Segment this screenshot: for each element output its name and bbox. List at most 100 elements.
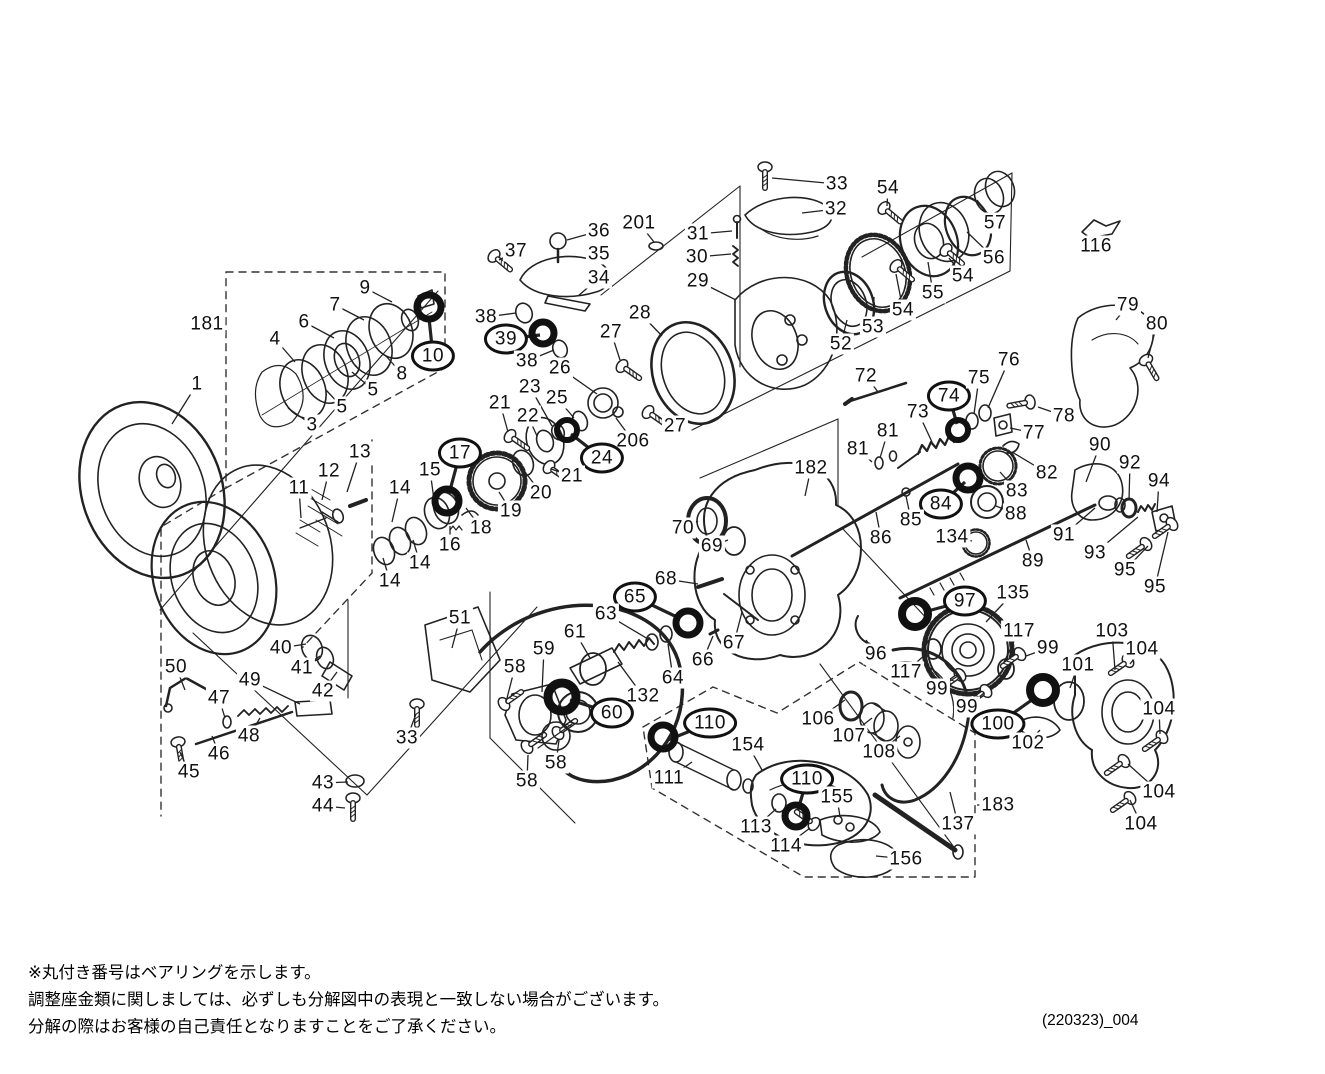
leader-line [364, 287, 393, 303]
leader-line [1025, 539, 1034, 562]
leader-line [391, 487, 401, 523]
leader-line [1147, 323, 1158, 359]
leader-line [559, 367, 598, 395]
leader-line [280, 643, 307, 649]
leader-line [322, 671, 338, 692]
leader-line [298, 487, 302, 519]
leader-line [498, 491, 512, 512]
leader-line [1085, 444, 1101, 483]
leader-line [985, 592, 1014, 623]
leader-line [555, 739, 560, 764]
leader-line [895, 273, 904, 311]
leader-line [668, 761, 693, 779]
footnote-bearing-note: ※丸付き番号はベアリングを示します。 [28, 964, 321, 982]
leader-line [696, 253, 732, 258]
leader-line [301, 655, 321, 669]
leader-line [936, 675, 959, 690]
leader-line [771, 177, 838, 185]
leader-line [966, 692, 985, 708]
leader-line [1003, 630, 1020, 663]
pinion-shaft-sketch [790, 381, 1180, 600]
leader-line [1025, 647, 1049, 657]
leader-line [917, 411, 933, 443]
leader-line [566, 230, 600, 241]
leader-line [211, 735, 220, 755]
bearing-ring [413, 291, 445, 323]
leader-line [638, 222, 655, 243]
leader-line [872, 296, 875, 328]
leader-line [322, 781, 349, 784]
leader-line [1095, 235, 1099, 247]
leader-line [526, 754, 529, 782]
leader-line [346, 451, 361, 493]
bearing-ring [781, 801, 811, 831]
leader-line [249, 679, 301, 705]
leader-line [848, 717, 873, 737]
bearing-ring [528, 318, 558, 348]
leader-line [529, 386, 553, 427]
leader-line [657, 416, 676, 427]
leader-line [303, 321, 335, 339]
leader-line [697, 280, 737, 301]
leader-line [634, 595, 680, 620]
leader-line [1011, 451, 1048, 474]
leader-line [976, 199, 996, 224]
leader-line [966, 231, 995, 259]
leader-line [999, 471, 1018, 492]
leader-line [639, 312, 663, 337]
leader-line [498, 250, 517, 261]
leader-line [1037, 406, 1065, 417]
leader-line [905, 651, 929, 673]
leader-line [287, 407, 313, 426]
leader-line [665, 578, 699, 585]
leader-line [556, 397, 575, 419]
leader-line [351, 371, 374, 391]
bearing-ring [543, 678, 581, 716]
leader-line [321, 470, 330, 501]
leader-line [218, 697, 226, 719]
leader-line [747, 744, 763, 771]
leader-line [785, 827, 811, 847]
leader-line [948, 257, 964, 277]
leader-line [179, 751, 190, 773]
leader-line [171, 383, 198, 425]
footnote-disassembly-note: 分解の際はお客様の自己責任となりますことをご了承ください。 [28, 1018, 507, 1037]
leader-line [499, 402, 509, 433]
leader-line [804, 467, 812, 497]
leader-line [485, 312, 517, 318]
leader-line [526, 349, 555, 362]
leader-line [702, 635, 714, 661]
bearing-ring [1026, 673, 1060, 707]
leader-line [927, 261, 934, 294]
leader-line [322, 805, 346, 809]
leader-line [1127, 763, 1160, 793]
leader-line [667, 643, 674, 679]
leader-line [605, 613, 649, 640]
leader-line [574, 631, 591, 659]
leader-line [973, 377, 980, 415]
leader-line [505, 666, 516, 703]
bearing-ring [554, 417, 580, 443]
leader-line [615, 417, 634, 442]
leader-line [541, 648, 545, 693]
spool-shaft-parts-sketch [299, 491, 479, 566]
footnotes: ※丸付き番号はベアリングを示します。 調整座金類に関しましては、必ずしも分解図中… [28, 960, 669, 1042]
leader-line [465, 507, 482, 529]
leader-line [1009, 427, 1035, 434]
leader-line [406, 713, 417, 739]
leader-line [1154, 531, 1169, 588]
bearing-ring [431, 485, 463, 517]
leader-line [382, 557, 391, 582]
leader-line [951, 536, 973, 542]
leader-line [949, 791, 959, 825]
handle-assembly-sketch [668, 647, 971, 878]
leader-line [755, 808, 777, 828]
leader-line [577, 277, 600, 297]
leader-line [1129, 799, 1142, 825]
leader-line [865, 639, 877, 655]
leader-line [334, 304, 365, 321]
leader-line [1111, 630, 1116, 671]
leader-line [527, 415, 538, 437]
leader-line [875, 855, 907, 860]
